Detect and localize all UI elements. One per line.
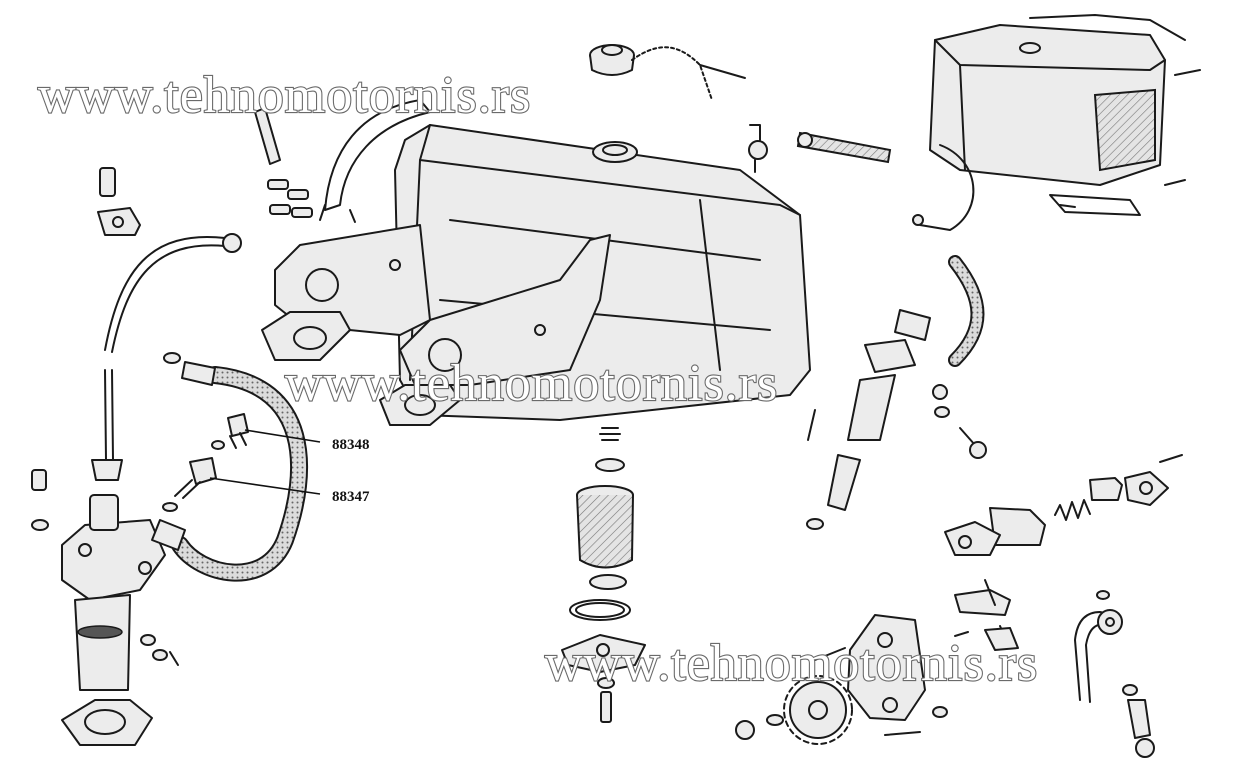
relief-valve-body — [944, 507, 1046, 556]
stud — [254, 107, 281, 165]
callout-label-88347: 88347 — [332, 489, 370, 505]
bolts-lower-right — [735, 69, 1201, 758]
filter-gasket — [569, 599, 631, 621]
pump-gasket — [61, 699, 153, 746]
cap-chain — [631, 46, 746, 101]
tank-bracket-rear — [261, 224, 431, 361]
sleeve — [99, 167, 116, 197]
flexible-fuel-hose — [151, 352, 308, 582]
filler-cap — [589, 44, 635, 76]
drive-gear — [783, 675, 853, 745]
fuel-injector — [806, 309, 931, 530]
auxiliary-tank-bracket — [1049, 194, 1141, 216]
banjo-bolt-88347 — [162, 457, 217, 512]
fuel-feed-pump — [61, 494, 166, 691]
pipe-clamp — [97, 207, 141, 236]
fuel-hose-short — [796, 131, 892, 164]
oil-pipe — [1074, 590, 1123, 703]
bolt-left — [31, 469, 179, 666]
watermark-bottom: www.tehnomotornis.rs — [545, 635, 1038, 692]
relief-valve-flange — [1089, 454, 1183, 506]
filter-element — [576, 485, 634, 590]
callout-88348: 88348 — [244, 429, 370, 453]
tank-strap — [319, 99, 431, 223]
injection-pipe — [91, 233, 242, 481]
leak-off-hose — [932, 255, 985, 418]
callout-88347: 88347 — [209, 477, 370, 505]
filter-bowl — [561, 634, 646, 723]
tank-bracket-front — [379, 234, 611, 426]
watermark-top: www.tehnomotornis.rs — [38, 67, 531, 124]
watermark-layer: www.tehnomotornis.rs www.tehnomotornis.r… — [37, 66, 1038, 693]
drive-shaft-gear — [954, 579, 1019, 651]
auxiliary-tank — [929, 14, 1186, 186]
watermark-middle: www.tehnomotornis.rs — [285, 355, 778, 412]
bolt-right-middle — [959, 427, 987, 459]
banjo-bolt-88348 — [211, 413, 249, 450]
aux-fuel-line — [912, 144, 975, 231]
callout-label-88348: 88348 — [332, 437, 370, 453]
relief-valve-spring — [1054, 499, 1091, 521]
washers-left — [267, 179, 313, 218]
oil-pump-body — [847, 614, 926, 721]
filter-spring — [595, 427, 625, 472]
fuel-tap — [748, 124, 768, 173]
